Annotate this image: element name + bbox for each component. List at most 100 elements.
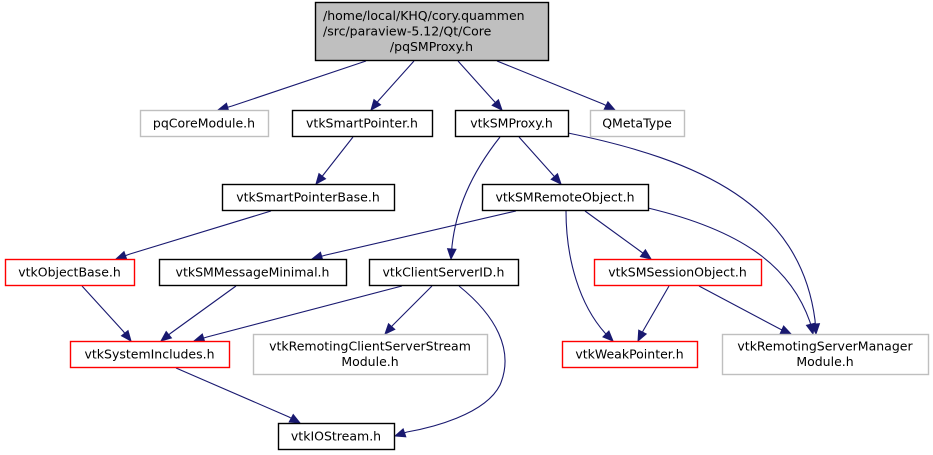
edge-line <box>167 285 237 336</box>
node-vtkSMProxy[interactable]: vtkSMProxy.h <box>454 109 570 138</box>
edge-line <box>457 60 497 104</box>
node-vtkSMRemoteObject[interactable]: vtkSMRemoteObject.h <box>481 183 650 212</box>
edge-root-to-pqCoreModule <box>216 60 367 112</box>
arrowhead-icon <box>491 98 503 111</box>
node-label: Module.h <box>796 354 853 369</box>
node-box <box>593 258 763 287</box>
arrowhead-icon <box>370 98 382 112</box>
node-label: vtkSMRemoteObject.h <box>495 189 634 204</box>
node-label: vtkObjectBase.h <box>18 264 121 279</box>
edge-line <box>376 60 415 104</box>
node-box <box>368 258 520 287</box>
node-box <box>158 258 348 287</box>
node-box <box>454 109 570 138</box>
arrowhead-icon <box>603 100 617 111</box>
edge-line <box>641 285 670 334</box>
arrowhead-icon <box>602 330 614 342</box>
edge-root-to-vtkSmartPointer <box>370 60 415 112</box>
node-box <box>139 109 270 138</box>
edge-line <box>81 285 126 335</box>
node-vtkClientServerID[interactable]: vtkClientServerID.h <box>368 258 520 287</box>
edge-line <box>451 136 501 251</box>
node-box <box>291 109 434 138</box>
edge-vtkSMMessageMinimal-to-vtkSystemIncludes <box>159 285 237 342</box>
node-pqCoreModule: pqCoreModule.h <box>139 109 270 138</box>
edge-line <box>567 132 816 326</box>
node-label: vtkWeakPointer.h <box>575 346 683 361</box>
node-box <box>481 183 650 212</box>
edge-vtkSMRemoteObject-to-vtkSMMessageMinimal <box>310 210 517 261</box>
node-label: vtkClientServerID.h <box>383 264 505 279</box>
arrowhead-icon <box>779 325 793 335</box>
node-box <box>561 340 699 369</box>
node-vtkSMSessionObject[interactable]: vtkSMSessionObject.h <box>593 258 763 287</box>
edge-vtkSMRemoteObject-to-vtkSMSessionObject <box>584 210 653 260</box>
edge-line <box>403 285 506 434</box>
edge-line <box>321 136 354 178</box>
edge-line <box>518 136 556 178</box>
nodes-layer: /home/local/KHQ/cory.quammen/src/paravie… <box>4 1 930 451</box>
node-vtkSMMessageMinimal[interactable]: vtkSMMessageMinimal.h <box>158 258 348 287</box>
edge-line <box>226 60 367 109</box>
node-label: Module.h <box>341 354 398 369</box>
arrowhead-icon <box>550 172 562 185</box>
arrowhead-icon <box>114 250 128 261</box>
node-vtkWeakPointer[interactable]: vtkWeakPointer.h <box>561 340 699 369</box>
edge-vtkSMRemoteObject-to-vtkRemotingServerManagerModule <box>647 207 816 336</box>
node-label: vtkRemotingClientServerStream <box>269 339 471 354</box>
edge-vtkSMSessionObject-to-vtkRemotingServerManagerModule <box>698 285 793 335</box>
edge-line <box>565 210 607 335</box>
node-label: vtkSystemIncludes.h <box>84 346 214 361</box>
node-vtkSystemIncludes[interactable]: vtkSystemIncludes.h <box>69 340 231 369</box>
edge-vtkSMProxy-to-vtkSMRemoteObject <box>518 136 562 185</box>
edge-line <box>202 285 403 339</box>
arrowhead-icon <box>446 248 457 261</box>
edge-vtkClientServerID-to-vtkRemotingClientServerStreamModule <box>384 285 433 335</box>
edge-vtkSMRemoteObject-to-vtkWeakPointer <box>565 210 614 342</box>
edge-vtkSMProxy-to-vtkRemotingServerManagerModule <box>567 132 821 336</box>
edge-vtkSMProxy-to-vtkClientServerID <box>446 136 501 261</box>
node-box <box>69 340 231 369</box>
node-label: pqCoreModule.h <box>153 115 255 130</box>
edge-vtkSMSessionObject-to-vtkWeakPointer <box>637 285 670 343</box>
edge-vtkSystemIncludes-to-vtkIOStream <box>175 367 302 424</box>
node-label: vtkSmartPointerBase.h <box>236 189 380 204</box>
node-label: /home/local/KHQ/cory.quammen <box>323 8 525 23</box>
arrowhead-icon <box>159 330 173 342</box>
node-box <box>4 258 136 287</box>
edge-line <box>496 60 608 107</box>
node-box <box>721 333 930 376</box>
edge-line <box>647 207 812 326</box>
node-label: QMetaType <box>602 115 672 130</box>
edge-line <box>175 367 293 420</box>
node-label: vtkSMSessionObject.h <box>608 264 747 279</box>
node-box <box>221 183 396 212</box>
edge-line <box>390 285 433 328</box>
edge-line <box>698 285 784 331</box>
edge-line <box>584 210 645 255</box>
edge-vtkSmartPointer-to-vtkSmartPointerBase <box>315 136 354 186</box>
arrowhead-icon <box>637 329 648 343</box>
node-box <box>589 109 686 138</box>
arrowhead-icon <box>639 248 653 260</box>
node-label: vtkSMProxy.h <box>470 115 553 130</box>
node-label: vtkSMMessageMinimal.h <box>176 264 330 279</box>
node-vtkObjectBase[interactable]: vtkObjectBase.h <box>4 258 136 287</box>
node-root[interactable]: /home/local/KHQ/cory.quammen/src/paravie… <box>314 1 550 62</box>
node-box <box>277 422 396 451</box>
edges-layer <box>81 60 821 438</box>
arrowhead-icon <box>384 322 396 335</box>
edge-vtkClientServerID-to-vtkSystemIncludes <box>192 285 403 343</box>
node-label: vtkRemotingServerManager <box>737 339 913 354</box>
node-vtkIOStream[interactable]: vtkIOStream.h <box>277 422 396 451</box>
edge-root-to-QMetaType <box>496 60 617 111</box>
node-label: vtkIOStream.h <box>291 428 381 443</box>
node-vtkSmartPointer[interactable]: vtkSmartPointer.h <box>291 109 434 138</box>
node-vtkSmartPointerBase[interactable]: vtkSmartPointerBase.h <box>221 183 396 212</box>
node-label: /src/paraview-5.12/Qt/Core <box>323 23 492 38</box>
node-box <box>252 333 489 376</box>
arrowhead-icon <box>805 322 816 336</box>
node-label: vtkSmartPointer.h <box>306 115 418 130</box>
